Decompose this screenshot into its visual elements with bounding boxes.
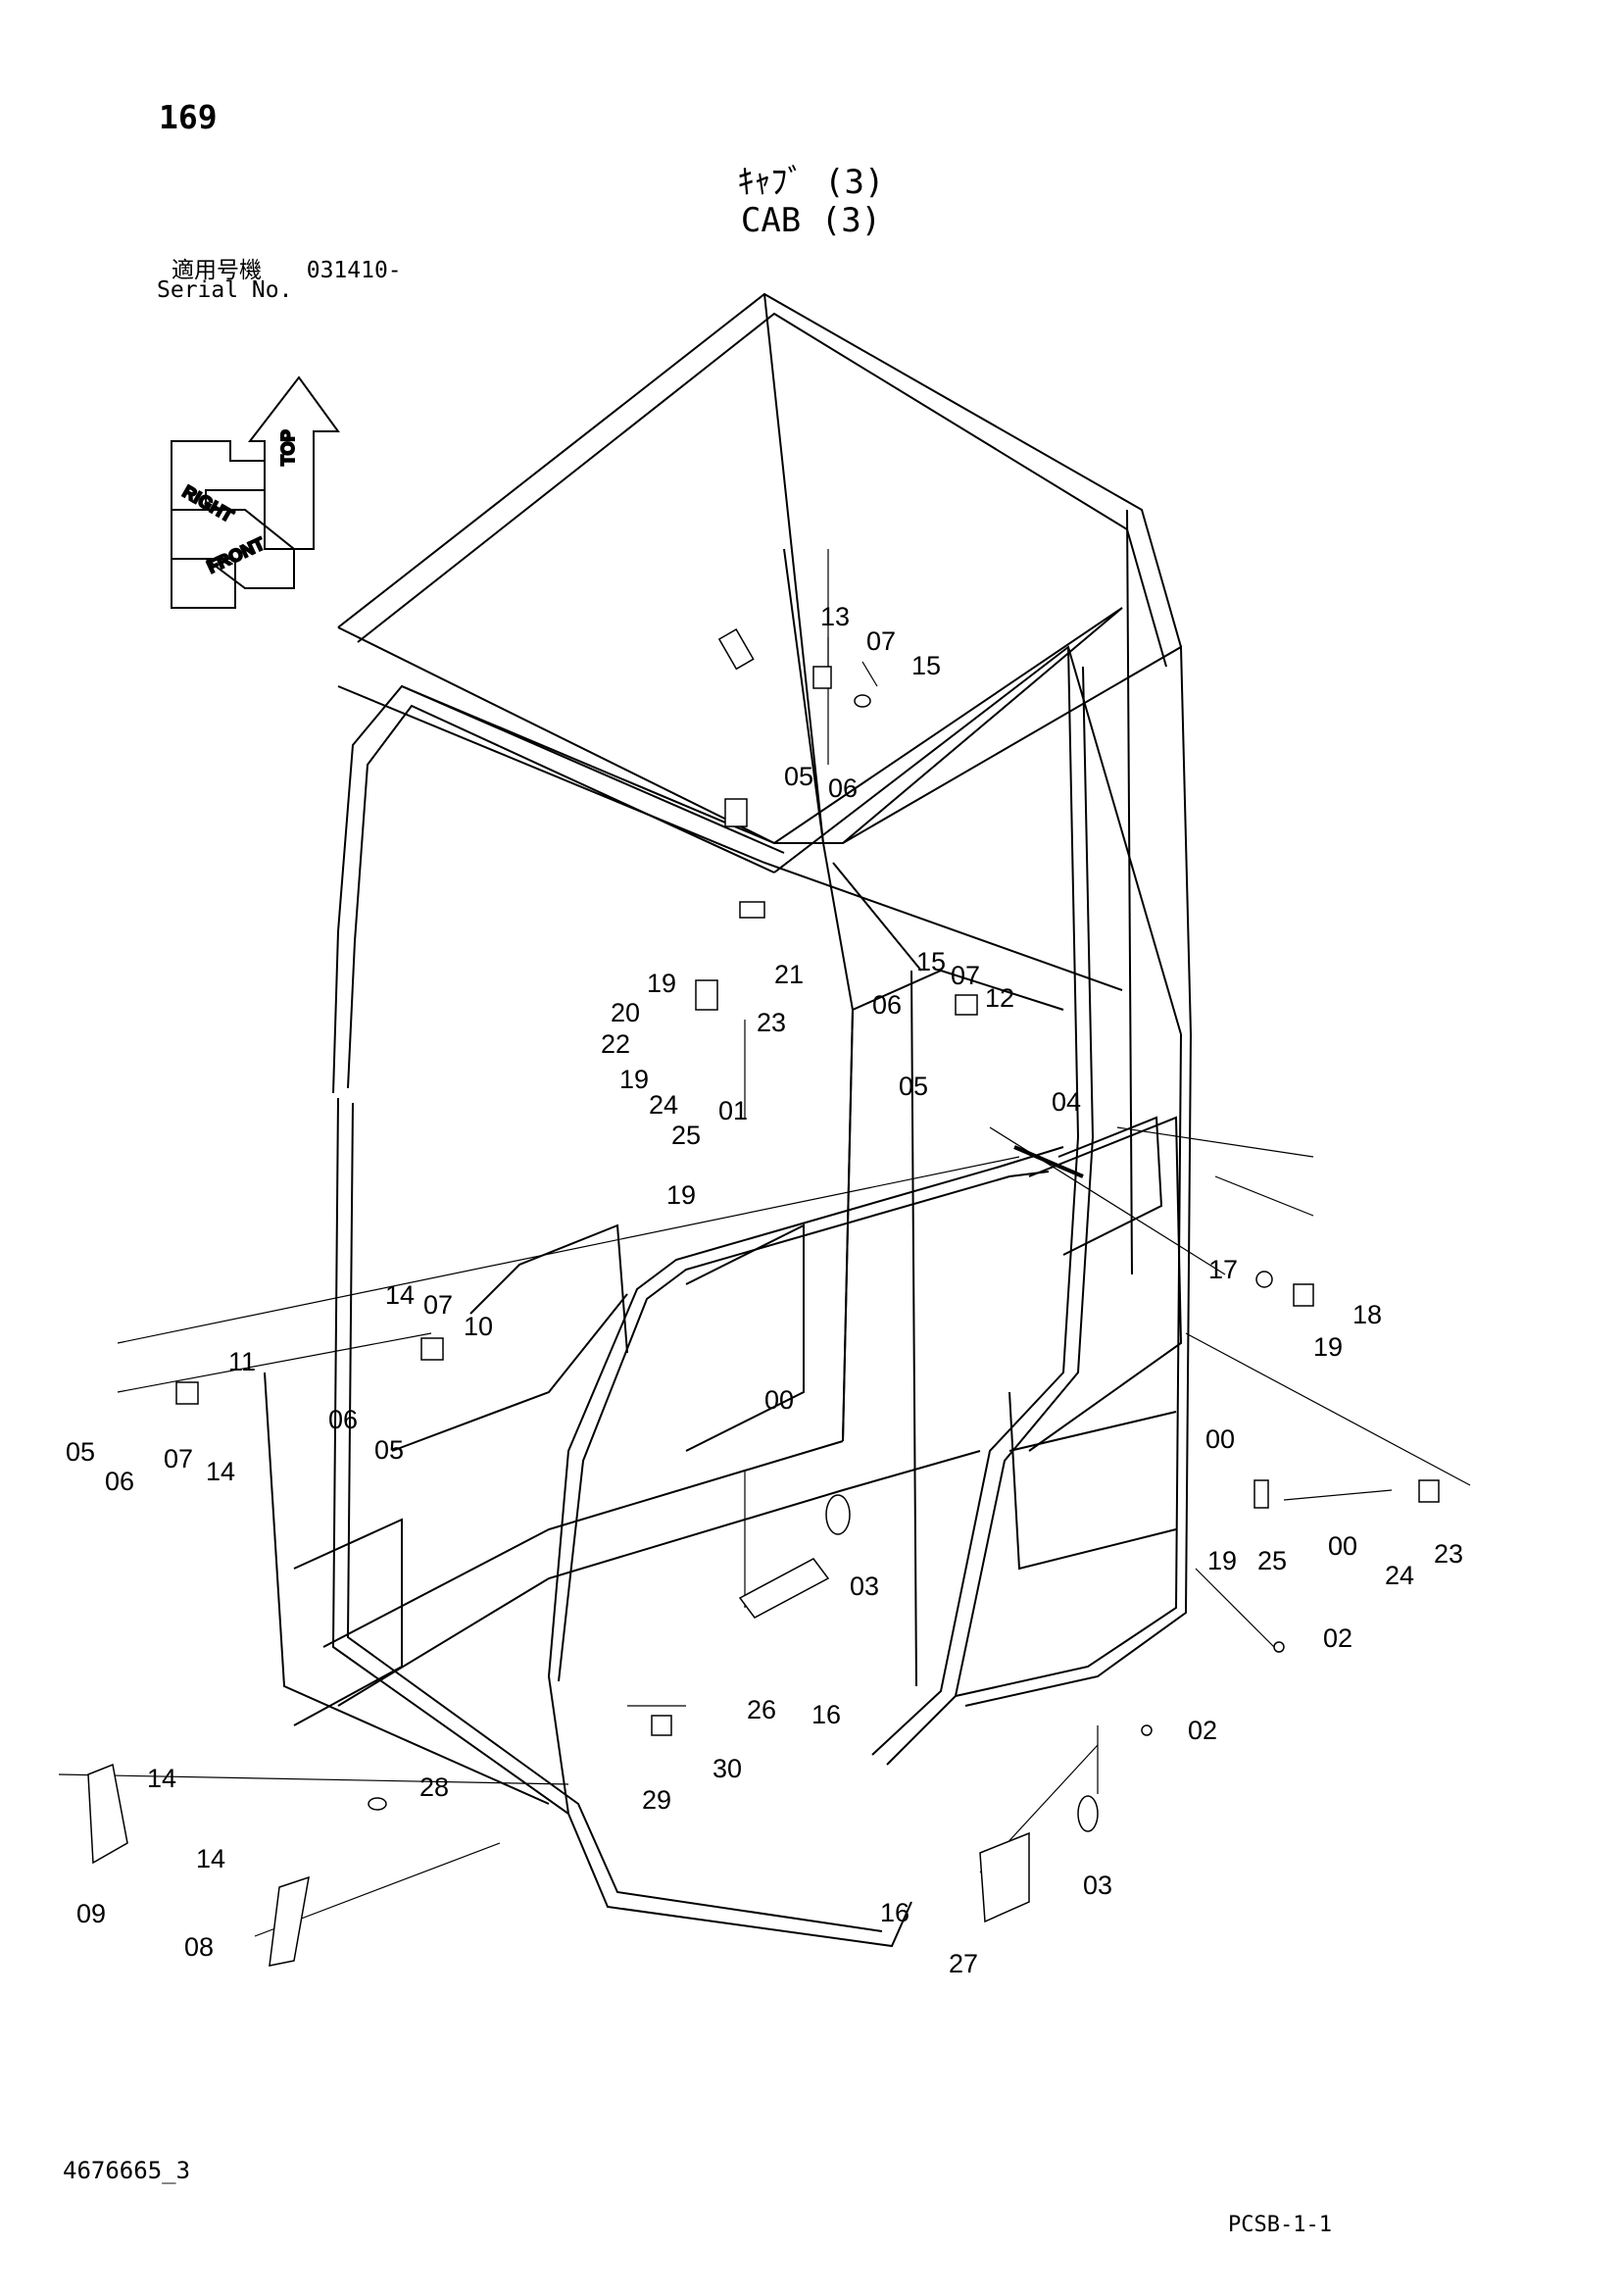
serial-label-en: Serial No. xyxy=(157,277,293,303)
callout-label: 03 xyxy=(850,1572,879,1601)
callout-label: 25 xyxy=(1257,1546,1287,1575)
bracket-13-part xyxy=(812,666,832,689)
cab-frame-drawing xyxy=(264,292,1192,1948)
bolt-02-part xyxy=(1273,1641,1285,1653)
plate-27-part xyxy=(979,1831,1030,1923)
callout-label: 06 xyxy=(828,774,858,803)
callout-label: 10 xyxy=(464,1312,493,1341)
callout-label: 15 xyxy=(916,947,946,976)
callout-label: 06 xyxy=(872,990,902,1020)
grommet-03b-part xyxy=(1077,1795,1099,1832)
callout-label: 09 xyxy=(76,1899,106,1928)
bolt-02b-part xyxy=(1141,1724,1153,1736)
bracket-20-part xyxy=(695,979,718,1011)
callout-label: 07 xyxy=(951,961,980,990)
callout-label: 12 xyxy=(985,983,1014,1013)
callout-label: 23 xyxy=(1434,1539,1463,1569)
callout-label: 18 xyxy=(1352,1300,1382,1329)
callout-label: 05 xyxy=(784,762,813,791)
clip-23-part xyxy=(724,798,748,827)
title-english: CAB (3) xyxy=(740,201,882,240)
callout-label: 24 xyxy=(1385,1561,1414,1590)
callout-label: 02 xyxy=(1188,1716,1217,1745)
serial-label-jp: 適用号機 xyxy=(172,258,262,283)
callout-label: 14 xyxy=(147,1764,176,1793)
callout-label: 05 xyxy=(374,1435,404,1465)
part-glyphs xyxy=(87,627,1440,1967)
ring-28-part xyxy=(368,1797,387,1811)
callout-label: 03 xyxy=(1083,1871,1112,1900)
title-japanese: ｷｬﾌﾞ (3) xyxy=(737,163,885,202)
callout-label: 19 xyxy=(647,969,676,998)
callout-label: 05 xyxy=(899,1072,928,1101)
clip-23b-part xyxy=(1418,1479,1440,1503)
bracket-25-part xyxy=(739,901,765,919)
callout-label: 20 xyxy=(611,998,640,1027)
orientation-indicator: TOP RIGHT FRONT xyxy=(171,375,340,609)
callout-label: 00 xyxy=(764,1385,794,1415)
leader-lines xyxy=(58,549,1471,1937)
callout-label: 07 xyxy=(866,626,896,656)
grommet-03-part xyxy=(825,1494,851,1535)
page-code: PCSB-1-1 xyxy=(1228,2213,1332,2237)
serial-line: 適用号機 031410- xyxy=(172,251,402,284)
drawing-id: 4676665_3 xyxy=(63,2157,191,2184)
callout-label: 24 xyxy=(649,1090,678,1120)
callout-label: 16 xyxy=(811,1700,841,1729)
callout-label: 19 xyxy=(1207,1546,1237,1575)
rod-04-part xyxy=(1013,1145,1084,1178)
callout-label: 01 xyxy=(718,1096,748,1125)
bracket-29-part xyxy=(651,1715,672,1736)
callout-label: 06 xyxy=(105,1467,134,1496)
callout-label: 26 xyxy=(747,1695,776,1724)
callout-label: 17 xyxy=(1208,1255,1238,1284)
callout-label: 05 xyxy=(66,1437,95,1467)
callout-label: 02 xyxy=(1323,1623,1352,1653)
callout-label: 16 xyxy=(880,1898,909,1927)
cover-09-part xyxy=(87,1763,128,1865)
callout-label: 30 xyxy=(713,1754,742,1783)
bracket-21-part xyxy=(717,627,755,671)
callout-labels: 13 07 15 05 06 19 21 20 22 23 19 24 01 2… xyxy=(66,602,1463,1978)
callout-label: 13 xyxy=(820,602,850,631)
callout-label: 27 xyxy=(949,1949,978,1978)
plug-17-part xyxy=(1255,1271,1273,1288)
callout-label: 11 xyxy=(228,1347,256,1376)
callout-label: 19 xyxy=(666,1180,696,1210)
callout-label: 07 xyxy=(423,1290,453,1320)
plate-26-part xyxy=(738,1558,830,1619)
serial-value: 031410- xyxy=(306,258,402,283)
page-number: 169 xyxy=(159,98,218,136)
callout-label: 21 xyxy=(774,960,804,989)
callout-label: 15 xyxy=(911,651,941,680)
callout-label: 19 xyxy=(1313,1332,1343,1362)
callout-label: 00 xyxy=(1328,1531,1357,1561)
callout-label: 23 xyxy=(757,1008,786,1037)
cover-08-part xyxy=(269,1875,310,1967)
callout-label: 08 xyxy=(184,1932,214,1962)
callout-label: 14 xyxy=(385,1280,415,1310)
clip-11-part xyxy=(175,1381,199,1405)
washer-07-part xyxy=(854,694,871,708)
callout-label: 22 xyxy=(601,1029,630,1059)
clip-10-part xyxy=(420,1337,444,1361)
orient-label-right: RIGHT xyxy=(179,481,236,525)
callout-label: 07 xyxy=(164,1444,193,1473)
callout-label: 00 xyxy=(1205,1424,1235,1454)
callout-label: 04 xyxy=(1052,1087,1081,1117)
callout-label: 25 xyxy=(671,1121,701,1150)
callout-label: 06 xyxy=(328,1405,358,1434)
orient-label-top: TOP xyxy=(278,429,298,466)
bracket-25b-part xyxy=(1253,1479,1269,1509)
callout-label: 14 xyxy=(206,1457,235,1486)
callout-label: 14 xyxy=(196,1844,225,1873)
clip-12-part xyxy=(955,994,978,1016)
bracket-18-part xyxy=(1293,1283,1314,1307)
callout-label: 19 xyxy=(619,1065,649,1094)
callout-label: 28 xyxy=(419,1772,449,1802)
callout-label: 29 xyxy=(642,1785,671,1815)
